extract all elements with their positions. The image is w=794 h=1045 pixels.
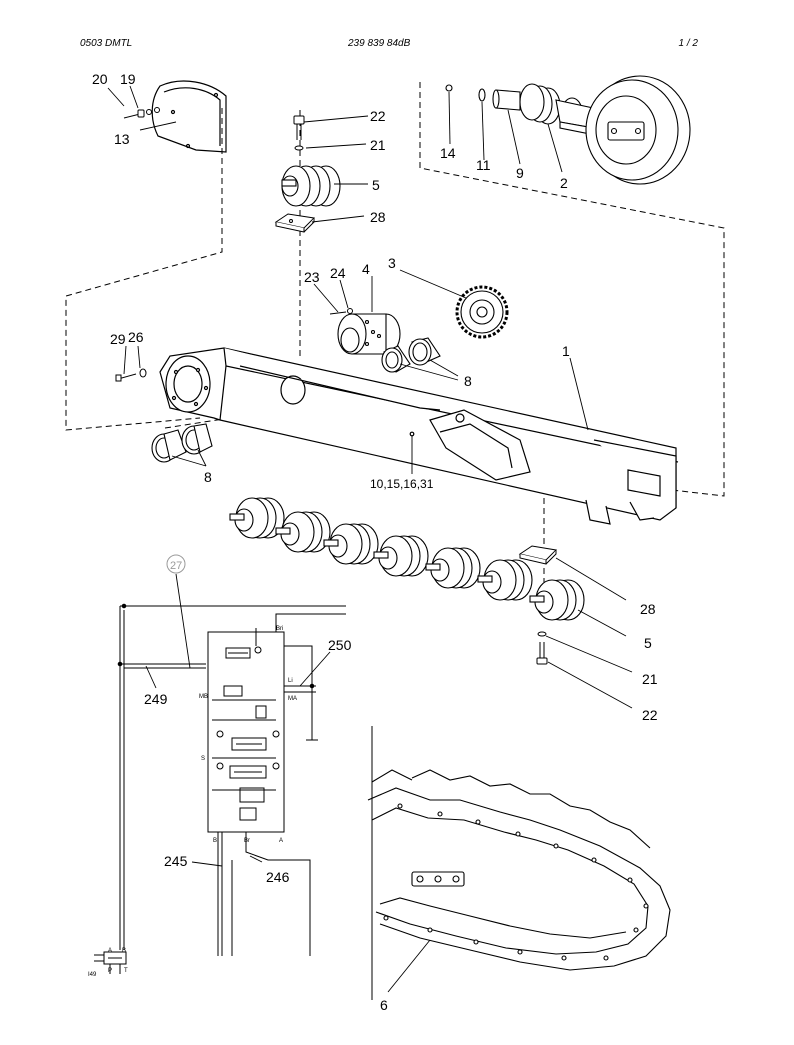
port-label-bri: Bri: [276, 626, 283, 632]
travel-motor: [337, 313, 401, 355]
callout-245: 245: [164, 853, 188, 869]
callout-2: 2: [560, 175, 568, 191]
valve-label-a: A: [108, 948, 112, 954]
callout-26: 26: [128, 329, 144, 345]
callout-21-top: 21: [370, 137, 386, 153]
callout-23: 23: [304, 269, 320, 285]
schematic-port-labels: B Br A Bri Li MA MB S A B P T I49: [88, 626, 297, 978]
header-part-number: 239 839 84dB: [348, 38, 411, 49]
track-chain: [367, 726, 671, 1000]
callout-8-lower: 8: [204, 469, 212, 485]
callout-27: 27: [170, 560, 182, 572]
valve-label-t: T: [124, 968, 128, 974]
callout-1: 1: [562, 343, 570, 359]
callout-3: 3: [388, 255, 396, 271]
port-label-br: Br: [244, 838, 250, 844]
bushing-pair-lower: [151, 423, 213, 463]
port-label-li: Li: [288, 678, 293, 684]
port-label-ma: MA: [288, 696, 297, 702]
idler-assembly: [445, 75, 691, 185]
callout-22-top: 22: [370, 108, 386, 124]
callout-20: 20: [92, 71, 108, 87]
callout-29: 29: [110, 331, 126, 347]
track-guard-part: [151, 80, 227, 153]
callout-249: 249: [144, 691, 168, 707]
callout-6: 6: [380, 997, 388, 1013]
bushing-pair-upper: [381, 337, 441, 373]
callout-19: 19: [120, 71, 136, 87]
callout-250: 250: [328, 637, 352, 653]
callout-28-top: 28: [370, 209, 386, 225]
track-frame: [159, 347, 679, 525]
lower-bolt-part: [536, 631, 548, 665]
callout-24: 24: [330, 265, 346, 281]
callout-21-lower: 21: [642, 671, 658, 687]
callout-27-circle: [166, 554, 186, 574]
callout-11: 11: [476, 157, 491, 173]
callout-5-top: 5: [372, 177, 380, 193]
hydraulic-schematic: [94, 603, 346, 974]
callout-14: 14: [440, 145, 456, 161]
callout-9: 9: [516, 165, 524, 181]
mount-bolt-part: [329, 308, 353, 315]
callout-4: 4: [362, 261, 370, 277]
callout-246: 246: [266, 869, 290, 885]
track-roller-row: [229, 497, 585, 621]
upper-bolt-part: [293, 115, 305, 151]
callout-labels: 20 19 13 22 21 5 28 14 11 9 2 23 24 4 3 …: [92, 71, 658, 1013]
port-label-b: B: [213, 838, 217, 844]
mounting-plate-top: [274, 213, 316, 233]
callout-22-lower: 22: [642, 707, 658, 723]
header-page-number: 1 / 2: [678, 38, 698, 49]
end-bolt-part: [115, 368, 147, 382]
valve-label-id: I49: [88, 972, 97, 978]
port-label-mb: MB: [199, 694, 208, 700]
callout-28-lower: 28: [640, 601, 656, 617]
drive-sprocket: [455, 285, 509, 339]
valve-label-b: B: [122, 948, 126, 954]
mounting-plate-lower: [518, 545, 558, 565]
callout-10-15-16-31: 10,15,16,31: [370, 477, 434, 491]
header-document-code: 0503 DMTL: [80, 38, 133, 49]
port-label-s: S: [201, 756, 205, 762]
callout-5-lower: 5: [644, 635, 652, 651]
callout-13: 13: [114, 131, 130, 147]
port-label-a: A: [279, 838, 283, 844]
callout-leader-lines: [107, 85, 633, 993]
carrier-roller-top: [281, 165, 341, 207]
guard-bolt-part: [123, 107, 160, 119]
valve-label-p: P: [108, 968, 112, 974]
callout-8-upper: 8: [464, 373, 472, 389]
